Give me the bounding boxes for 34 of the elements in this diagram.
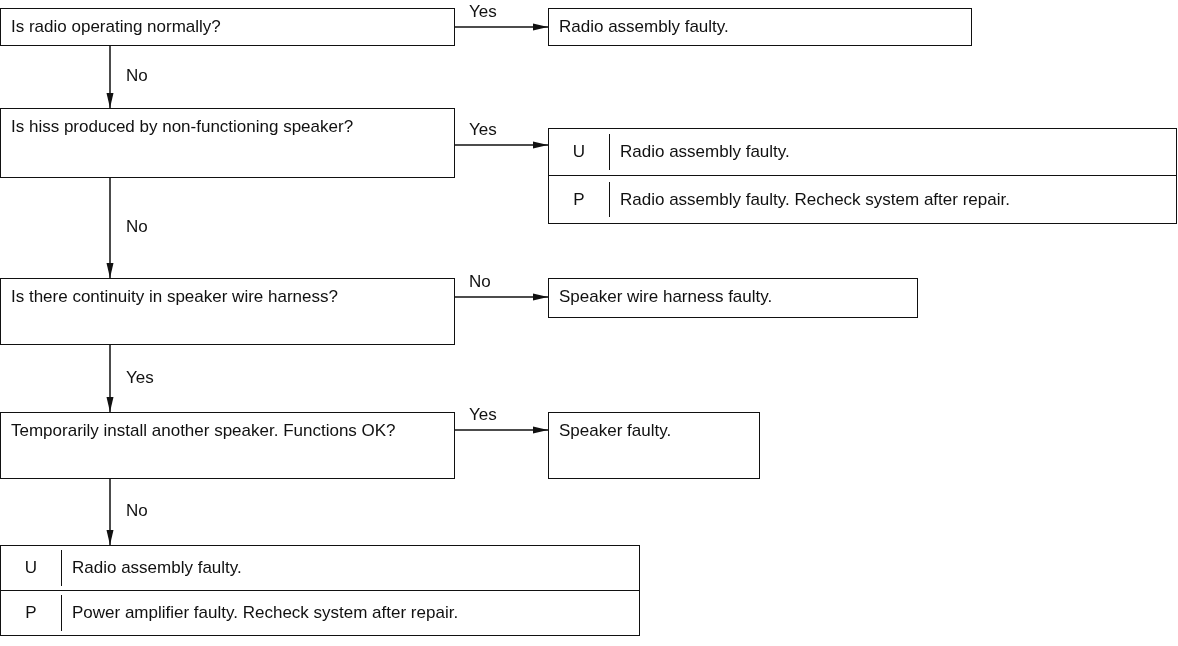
decision-box — [0, 108, 455, 178]
arrow — [106, 45, 114, 109]
result-text: Radio assembly faulty. — [558, 16, 730, 38]
decision-box — [0, 278, 455, 345]
code-letter: P — [1, 595, 62, 631]
arrow — [454, 293, 549, 301]
question-text: Is radio operating normally? — [10, 16, 222, 38]
result-text: Power amplifier faulty. Recheck system after repair. — [71, 602, 460, 625]
result-text: Radio assembly faulty. Recheck system after repair. — [619, 188, 1011, 211]
question-text: Temporarily install another speaker. Functions OK? — [10, 420, 397, 442]
result-text: Speaker wire harness faulty. — [558, 286, 774, 308]
code-letter: U — [1, 550, 62, 586]
result-text: Radio assembly faulty. — [71, 557, 243, 580]
result-box — [548, 278, 918, 318]
arrow — [106, 177, 114, 279]
decision-box — [0, 8, 455, 46]
arrow — [454, 141, 549, 149]
result-row — [548, 128, 1177, 176]
arrow — [454, 23, 549, 31]
decision-box — [0, 412, 455, 479]
arrow — [106, 478, 114, 546]
question-text: Is there continuity in speaker wire harness? — [10, 286, 339, 308]
result-box — [548, 8, 972, 46]
result-row — [548, 175, 1177, 224]
arrow — [106, 344, 114, 413]
arrow — [454, 426, 549, 434]
question-text: Is hiss produced by non-functioning speaker? — [10, 116, 355, 138]
result-row — [0, 590, 640, 636]
result-row — [0, 545, 640, 591]
code-letter: P — [549, 181, 610, 218]
result-text: Speaker faulty. — [558, 420, 673, 442]
result-box — [548, 412, 760, 479]
result-text: Radio assembly faulty. — [619, 141, 791, 164]
code-letter: U — [549, 134, 610, 170]
